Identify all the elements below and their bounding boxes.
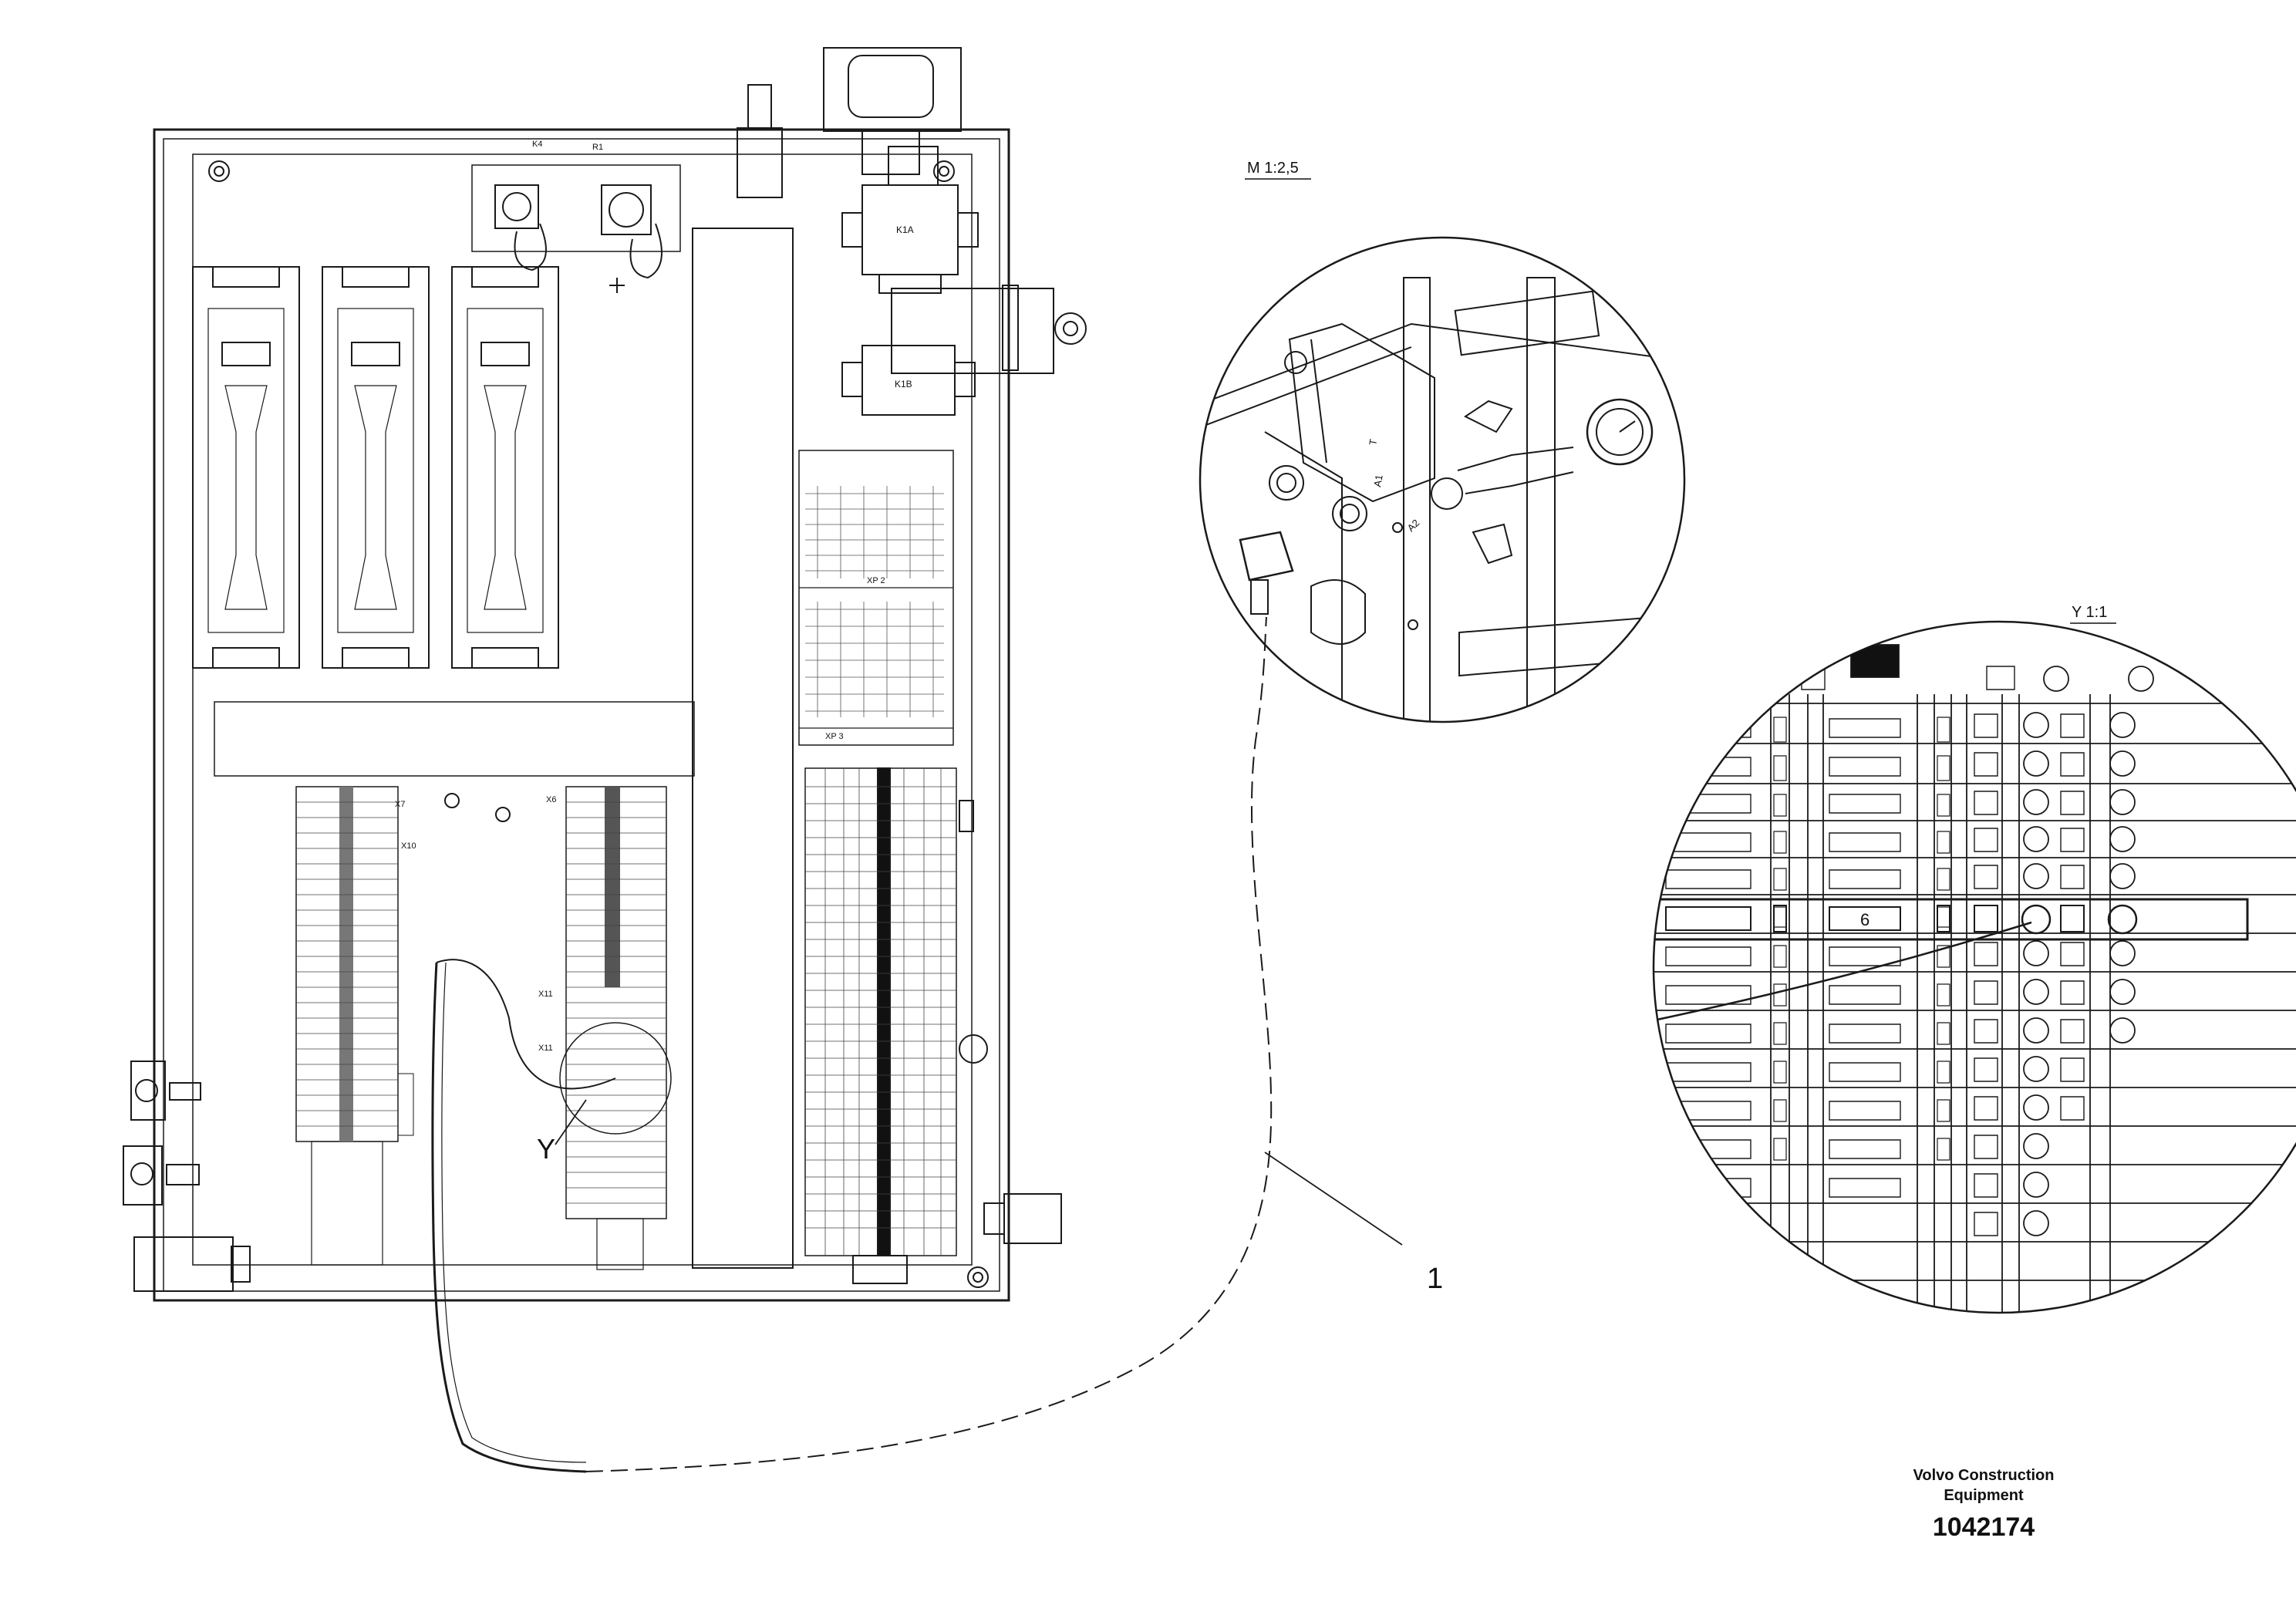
power-units [192, 266, 559, 669]
brand-line-2: Equipment [1944, 1487, 2024, 1504]
label-relay-k1b: K1B [895, 379, 912, 389]
cabinet [153, 128, 1010, 1302]
label-board-xp3: XP 3 [825, 732, 844, 741]
connector-panel-k4-r1 [471, 164, 681, 293]
terminal-block-x7-x10 [295, 786, 511, 1266]
cable-duct-horizontal [214, 701, 695, 777]
highlighted-terminal-row [1654, 898, 2249, 941]
label-callout-y: Y [537, 1133, 555, 1165]
label-relay-k1a: K1A [896, 224, 914, 235]
left-side-fittings [123, 1061, 251, 1292]
label-terminal-x10: X10 [401, 841, 416, 851]
terminal-circles [2023, 712, 2136, 1236]
label-comp-r1: R1 [592, 143, 603, 152]
document-number: 1042174 [1932, 1512, 2035, 1542]
label-detail-y-scale: Y 1:1 [2072, 604, 2107, 621]
label-comp-k4: K4 [532, 140, 542, 149]
callout-1-leader [1264, 1152, 1403, 1246]
top-switch-and-stop-button [737, 47, 962, 198]
label-terminal-x7: X7 [395, 800, 405, 809]
label-board-xp2: XP 2 [867, 576, 885, 585]
label-detail-m-scale: M 1:2,5 [1247, 160, 1299, 177]
drawing-labels: M 1:2,5 Y 1:1 Y 1 K1A K1B K4 R1 X7 X6 X1… [395, 140, 2116, 1295]
label-terminal-x11-upper: X11 [538, 990, 553, 999]
callout-y-leader [555, 1099, 587, 1145]
fuse-rail [804, 767, 957, 1284]
label-terminal-x11-lower: X11 [538, 1044, 553, 1053]
port-label-a1: A1 [1371, 474, 1385, 487]
terminal-block-x6-x11 [559, 786, 672, 1270]
corner-screws [208, 160, 989, 1288]
black-terminal-marker [1850, 644, 1900, 678]
detail-view-y: 6 [1652, 620, 2296, 1314]
label-callout-1: 1 [1427, 1263, 1443, 1295]
cable-duct-vertical [692, 228, 794, 1269]
label-terminal-x6: X6 [546, 795, 556, 804]
relay-group-k1 [841, 146, 1087, 416]
detail-view-m: T A1 A2 [1199, 236, 1686, 723]
port-label-a2: A2 [1405, 517, 1422, 534]
cable-routing [431, 616, 1273, 1473]
circuit-boards [798, 450, 954, 746]
brand-line-1: Volvo Construction [1913, 1467, 2055, 1484]
port-label-t: T [1367, 438, 1379, 446]
title-block: Volvo Construction Equipment 1042174 [1860, 1465, 2107, 1544]
detail-circle-y [559, 1022, 672, 1135]
zoom-terminal-number: 6 [1860, 910, 1870, 929]
right-side-fittings [959, 285, 1062, 1244]
